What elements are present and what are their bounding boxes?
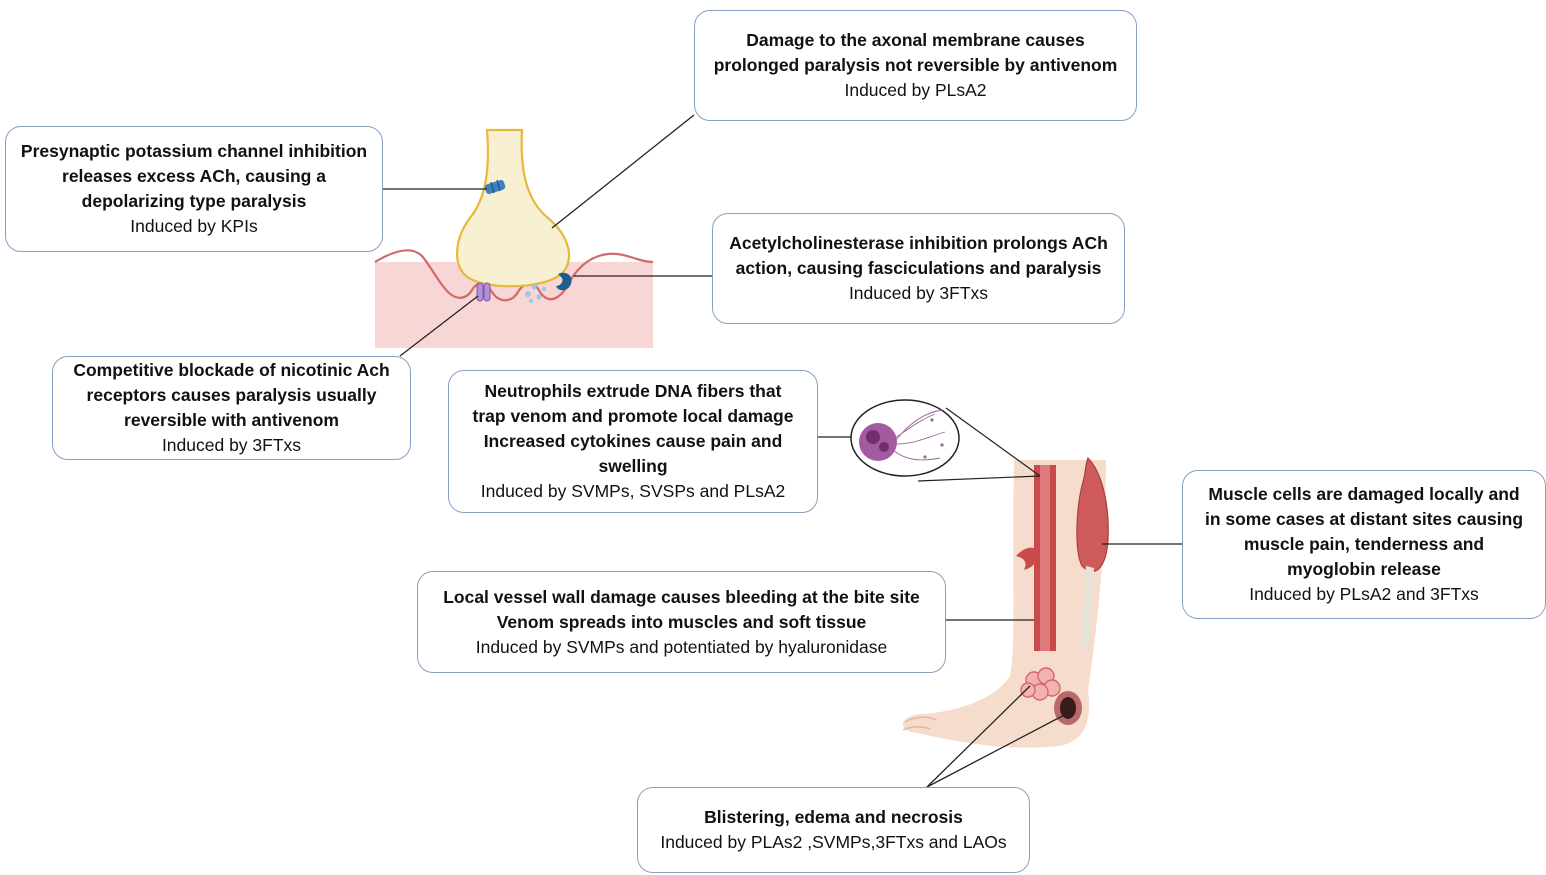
axonal-line-1: Damage to the axonal membrane causes (746, 28, 1084, 53)
axonal-damage-box: Damage to the axonal membrane causes pro… (694, 10, 1137, 121)
connector-axonal (552, 115, 694, 228)
neutrophils-box: Neutrophils extrude DNA fibers that trap… (448, 370, 818, 513)
nicotinic-line-1: Competitive blockade of nicotinic Ach (73, 358, 389, 383)
neutrophils-line-1: Neutrophils extrude DNA fibers that (485, 379, 782, 404)
potassium-line-2: releases excess ACh, causing a (62, 164, 326, 189)
neutrophils-line-2: trap venom and promote local damage (473, 404, 794, 429)
potassium-channel-box: Presynaptic potassium channel inhibition… (5, 126, 383, 252)
axonal-line-2: prolonged paralysis not reversible by an… (714, 53, 1118, 78)
potassium-line-1: Presynaptic potassium channel inhibition (21, 139, 367, 164)
nicotinic-induced: Induced by 3FTxs (162, 433, 301, 458)
neutrophils-line-3: Increased cytokines cause pain and (484, 429, 783, 454)
blistering-line-1: Blistering, edema and necrosis (704, 805, 963, 830)
nicotinic-line-2: receptors causes paralysis usually (87, 383, 377, 408)
nicotinic-blockade-box: Competitive blockade of nicotinic Ach re… (52, 356, 411, 460)
muscle-line-2: in some cases at distant sites causing (1205, 507, 1523, 532)
neutrophils-induced: Induced by SVMPs, SVSPs and PLsA2 (481, 479, 785, 504)
muscle-damage-box: Muscle cells are damaged locally and in … (1182, 470, 1546, 619)
blistering-box: Blistering, edema and necrosis Induced b… (637, 787, 1030, 873)
neutrophil-illustration (851, 400, 1040, 481)
vessel-damage-box: Local vessel wall damage causes bleeding… (417, 571, 946, 673)
vessel-line-1: Local vessel wall damage causes bleeding… (443, 585, 920, 610)
nicotinic-line-3: reversible with antivenom (124, 408, 339, 433)
vessel-induced: Induced by SVMPs and potentiated by hyal… (476, 635, 888, 660)
neutrophils-line-4: swelling (598, 454, 667, 479)
acetylcholinesterase-box: Acetylcholinesterase inhibition prolongs… (712, 213, 1125, 324)
ache-line-1: Acetylcholinesterase inhibition prolongs… (729, 231, 1108, 256)
neuromuscular-junction-illustration (375, 130, 653, 348)
blistering-induced: Induced by PLAs2 ,SVMPs,3FTxs and LAOs (660, 830, 1006, 855)
potassium-line-3: depolarizing type paralysis (82, 189, 307, 214)
axonal-induced: Induced by PLsA2 (844, 78, 986, 103)
vessel-line-2: Venom spreads into muscles and soft tiss… (497, 610, 867, 635)
muscle-line-1: Muscle cells are damaged locally and (1208, 482, 1519, 507)
neutrophil-cell-icon (859, 423, 897, 461)
ache-line-2: action, causing fasciculations and paral… (736, 256, 1102, 281)
muscle-line-3: muscle pain, tenderness and (1244, 532, 1484, 557)
muscle-induced: Induced by PLsA2 and 3FTxs (1249, 582, 1479, 607)
ache-induced: Induced by 3FTxs (849, 281, 988, 306)
muscle-line-4: myoglobin release (1287, 557, 1441, 582)
axon-terminal (457, 130, 569, 286)
potassium-induced: Induced by KPIs (130, 214, 257, 239)
necrosis-icon (1054, 691, 1082, 725)
